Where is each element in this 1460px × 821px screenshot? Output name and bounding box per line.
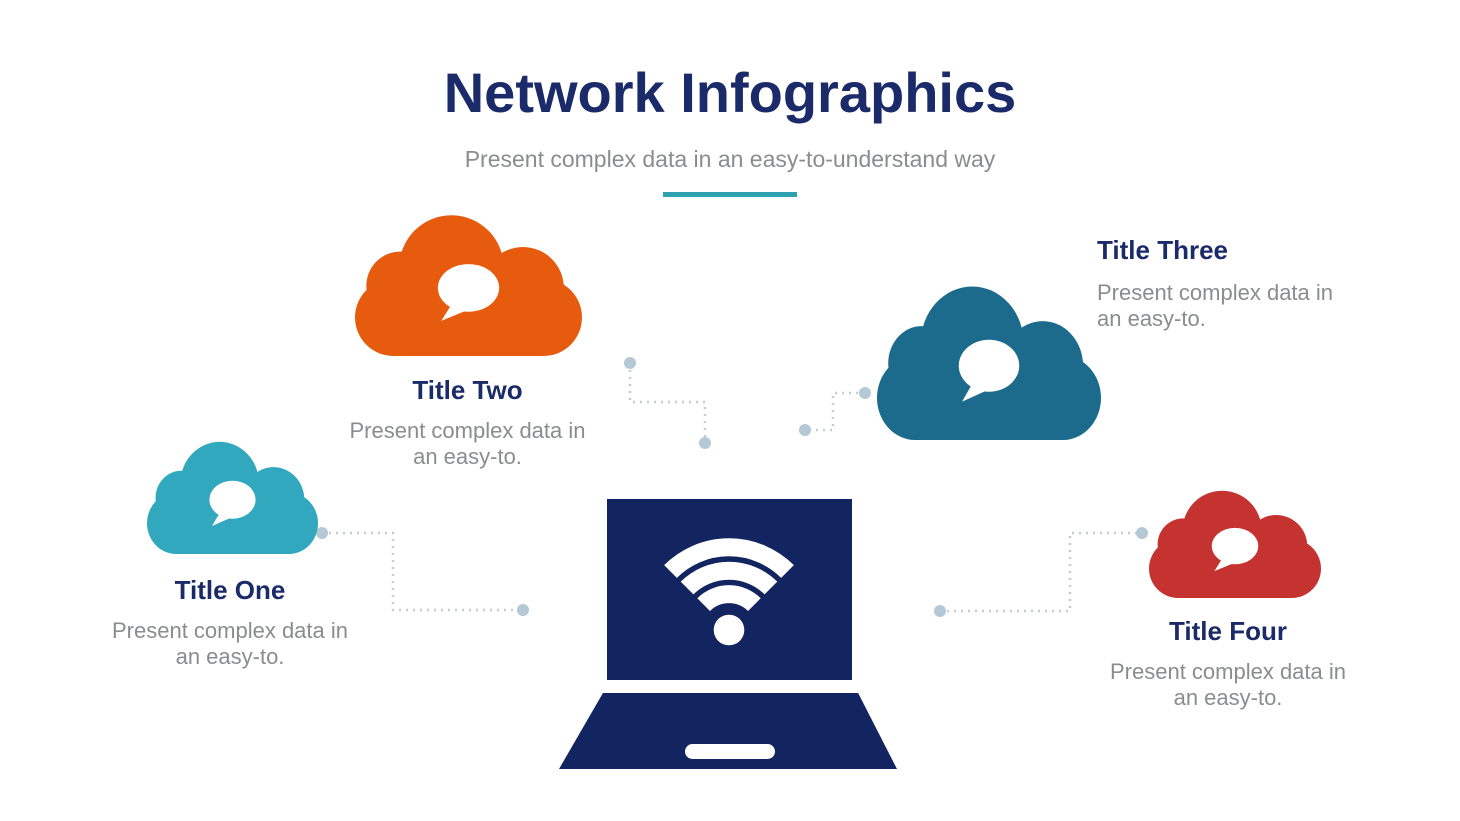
- item-two-text: Title Two Present complex data in an eas…: [340, 375, 595, 470]
- item-one-title: Title One: [174, 575, 286, 605]
- item-four-description: Present complex data in an easy-to.: [1109, 658, 1347, 710]
- item-four-title: Title Four: [1169, 616, 1287, 646]
- item-four-text: Title Four Present complex data in an ea…: [1100, 616, 1356, 711]
- item-two-description: Present complex data in an easy-to.: [349, 417, 586, 469]
- connector-dot: [934, 605, 946, 617]
- connector-four-to-laptop: [934, 527, 1148, 617]
- item-one-text: Title One Present complex data in an eas…: [102, 575, 358, 670]
- speech-bubble-icon: [209, 480, 256, 526]
- cloud-two-icon: [355, 213, 582, 356]
- item-three-description: Present complex data in an easy-to.: [1097, 279, 1334, 331]
- laptop-base: [559, 693, 897, 769]
- page-title: Network Infographics: [443, 61, 1017, 124]
- connector-dot: [699, 437, 711, 449]
- connector-dot: [859, 387, 871, 399]
- connector-two-to-laptop: [624, 357, 711, 449]
- connector-three-to-laptop: [799, 387, 871, 436]
- speech-bubble-icon: [958, 339, 1020, 402]
- connector-dot: [1136, 527, 1148, 539]
- cloud-four-icon: [1149, 489, 1321, 598]
- item-one-description: Present complex data in an easy-to.: [111, 617, 349, 669]
- speech-bubble-icon: [1211, 527, 1259, 572]
- cloud-three-icon: [877, 284, 1101, 440]
- connector-dot: [624, 357, 636, 369]
- item-two-title: Title Two: [412, 375, 523, 405]
- connector-dot: [517, 604, 529, 616]
- item-three-title: Title Three: [1097, 235, 1229, 265]
- page-subtitle: Present complex data in an easy-to-under…: [464, 146, 996, 172]
- connector-dot: [799, 424, 811, 436]
- laptop-trackpad: [685, 744, 775, 759]
- item-three-text: Title Three Present complex data in an e…: [1097, 235, 1347, 332]
- speech-bubble-icon: [437, 264, 500, 321]
- laptop-screen: [607, 499, 852, 680]
- wifi-icon: [664, 538, 794, 646]
- cloud-one-icon: [147, 440, 318, 554]
- accent-underline: [663, 192, 797, 197]
